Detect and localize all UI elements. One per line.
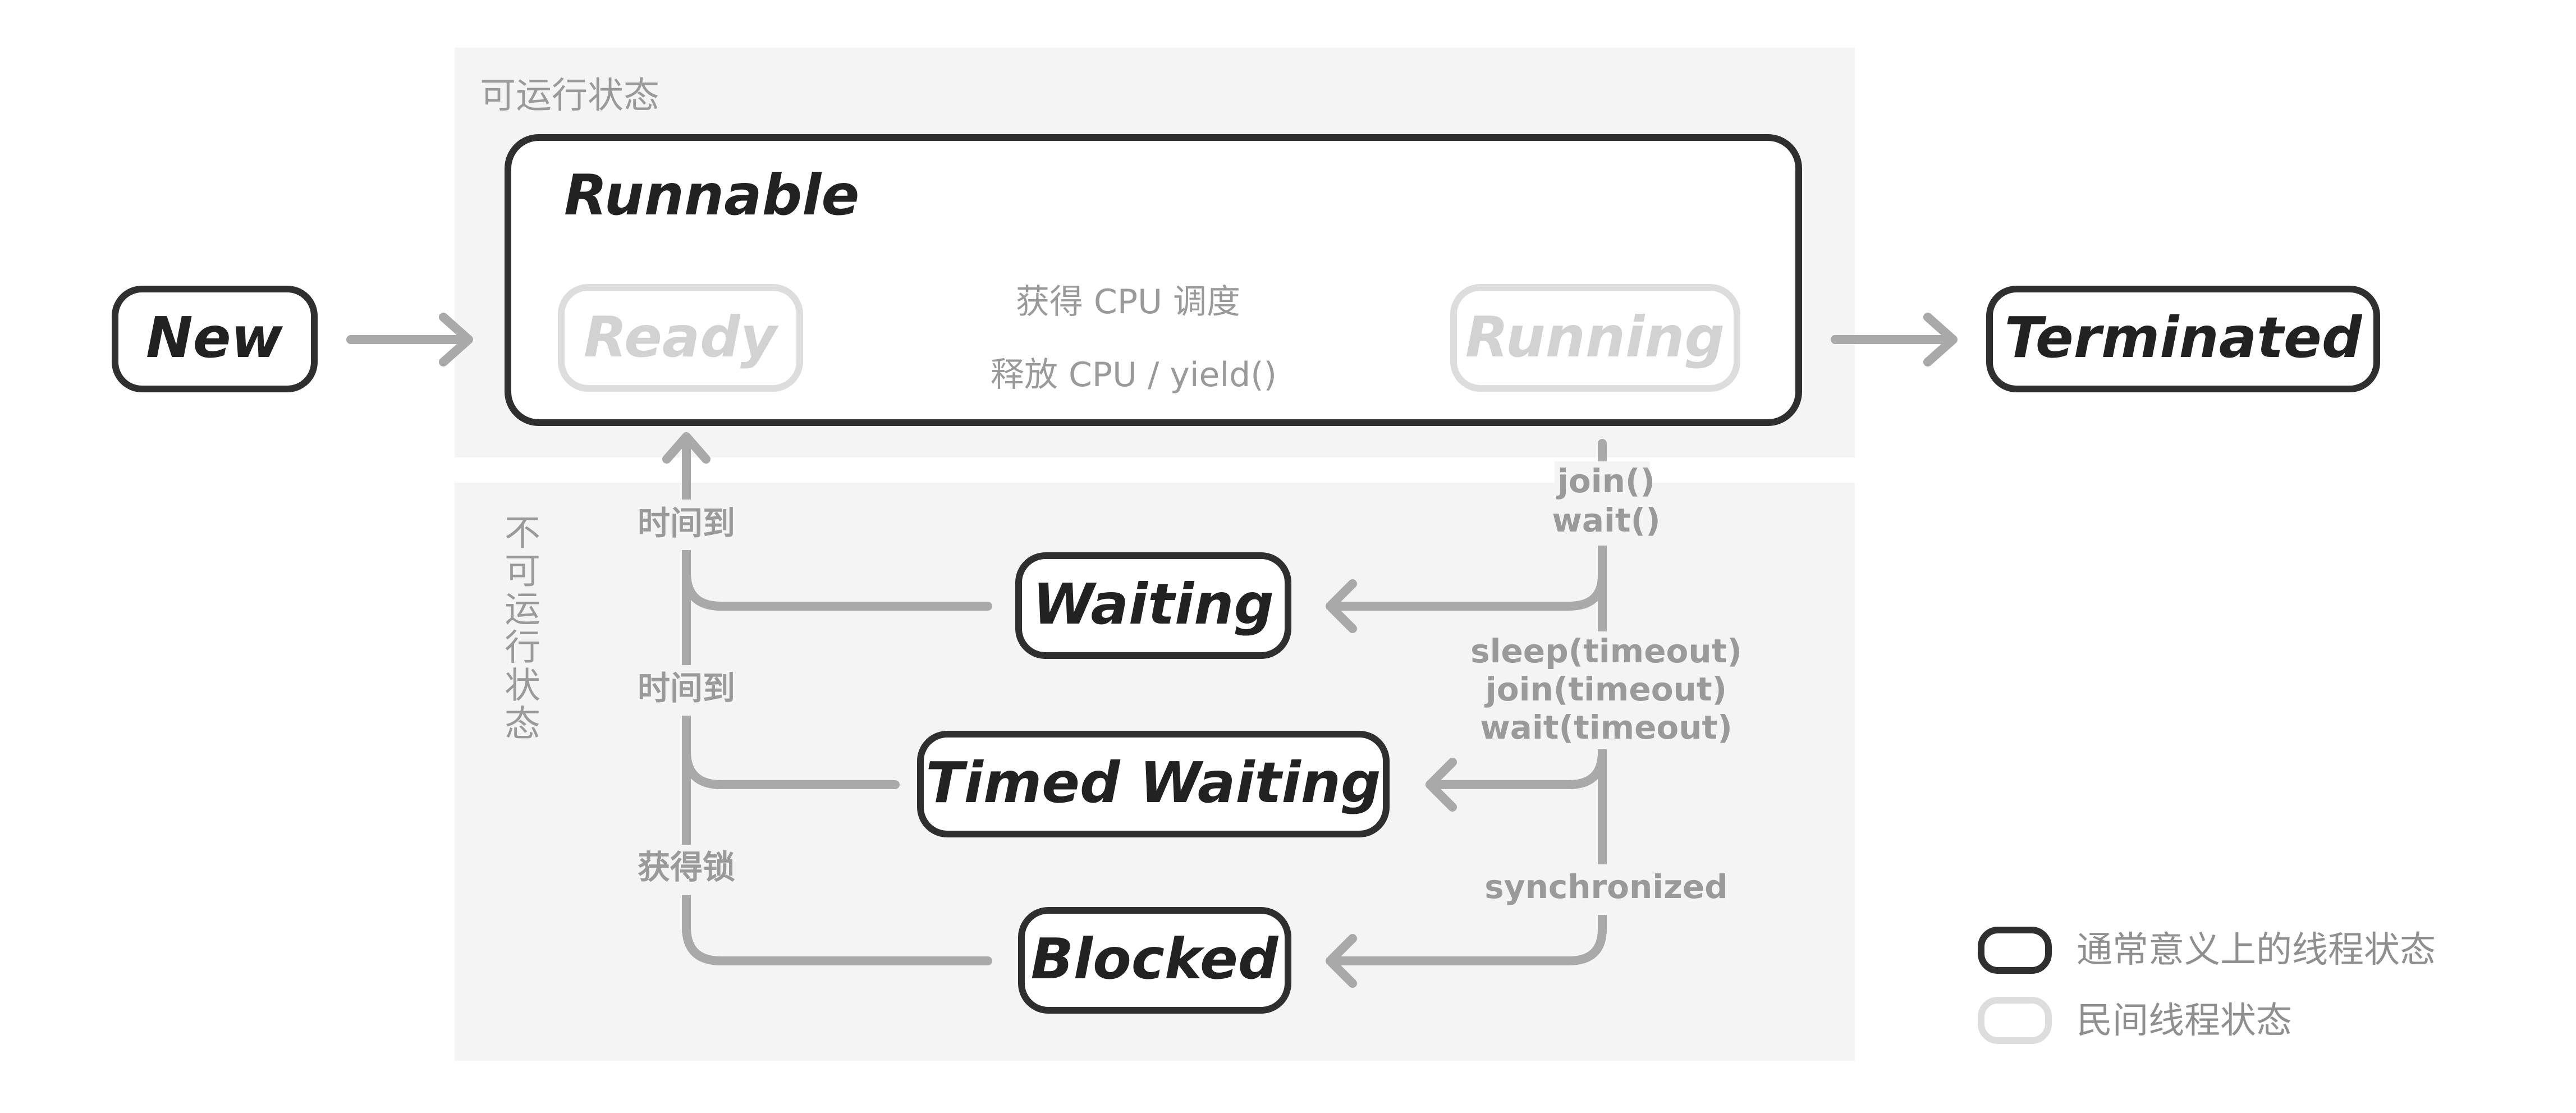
label-waiting-return: 时间到: [638, 504, 735, 542]
runnable-region-label: 可运行状态: [480, 75, 659, 117]
label-to-blocked: synchronized: [1484, 868, 1728, 906]
arrow-runnable-to-timed-waiting-head: [1425, 758, 1457, 812]
state-terminated-label: Terminated: [2005, 305, 2363, 370]
state-waiting: [1015, 552, 1291, 659]
arrow-runnable-to-blocked: [1326, 924, 1607, 965]
label-to-waiting-1: join(): [1556, 462, 1655, 500]
label-running-to-ready: 释放 CPU / yield(): [991, 355, 1277, 395]
state-running-label: Running: [1465, 304, 1725, 370]
state-running: [1450, 284, 1740, 392]
state-ready: [558, 284, 803, 392]
legend-folk-swatch: [1978, 997, 2052, 1044]
label-to-timed-waiting-3: wait(timeout): [1480, 708, 1732, 746]
label-to-waiting-2: wait(): [1552, 501, 1660, 539]
arrow-runnable-to-timed-waiting: [1425, 748, 1607, 789]
arrow-waiting-return: [682, 568, 992, 611]
state-blocked: [1018, 907, 1291, 1014]
arrow-runnable-to-terminated-head: [1923, 313, 1958, 367]
state-timed-waiting-label: Timed Waiting: [925, 750, 1381, 816]
legend-folk-label: 民间线程状态: [2077, 1000, 2292, 1042]
label-to-timed-waiting-1: sleep(timeout): [1470, 632, 1742, 670]
arrow-blocked-return: [682, 923, 992, 965]
label-backing-timed-return: [629, 665, 746, 716]
state-new-label: New: [146, 305, 283, 370]
arrow-runnable-to-waiting: [1326, 571, 1607, 611]
state-new: [112, 286, 318, 392]
label-backing-blocked: [1482, 864, 1729, 915]
label-timed-waiting-return: 时间到: [638, 669, 735, 707]
arrow-return-to-runnable-head: [662, 432, 711, 464]
label-ready-to-running: 获得 CPU 调度: [1016, 282, 1240, 322]
label-backing-waiting: [1555, 461, 1650, 546]
arrow-runnable-to-blocked-head: [1326, 934, 1357, 988]
label-blocked-return: 获得锁: [638, 848, 735, 886]
arrow-timed-waiting-return: [682, 746, 900, 789]
label-backing-blocked-return: [629, 845, 746, 895]
label-backing-waiting-return: [629, 500, 746, 550]
state-waiting-label: Waiting: [1033, 571, 1274, 637]
arrow-runnable-to-waiting-head: [1326, 579, 1357, 633]
state-blocked-label: Blocked: [1031, 926, 1279, 992]
legend-standard-label: 通常意义上的线程状态: [2077, 929, 2436, 971]
label-backing-timed: [1465, 631, 1745, 749]
state-timed-waiting: [917, 731, 1390, 837]
state-runnable-label: Runnable: [564, 162, 859, 228]
state-ready-label: Ready: [584, 304, 779, 370]
state-terminated: [1986, 286, 2380, 392]
label-to-timed-waiting-2: join(timeout): [1484, 670, 1727, 708]
arrow-new-to-runnable-head: [439, 313, 473, 367]
non-runnable-region-label: 不可运行状态: [498, 514, 540, 743]
legend-standard-swatch: [1978, 927, 2052, 974]
